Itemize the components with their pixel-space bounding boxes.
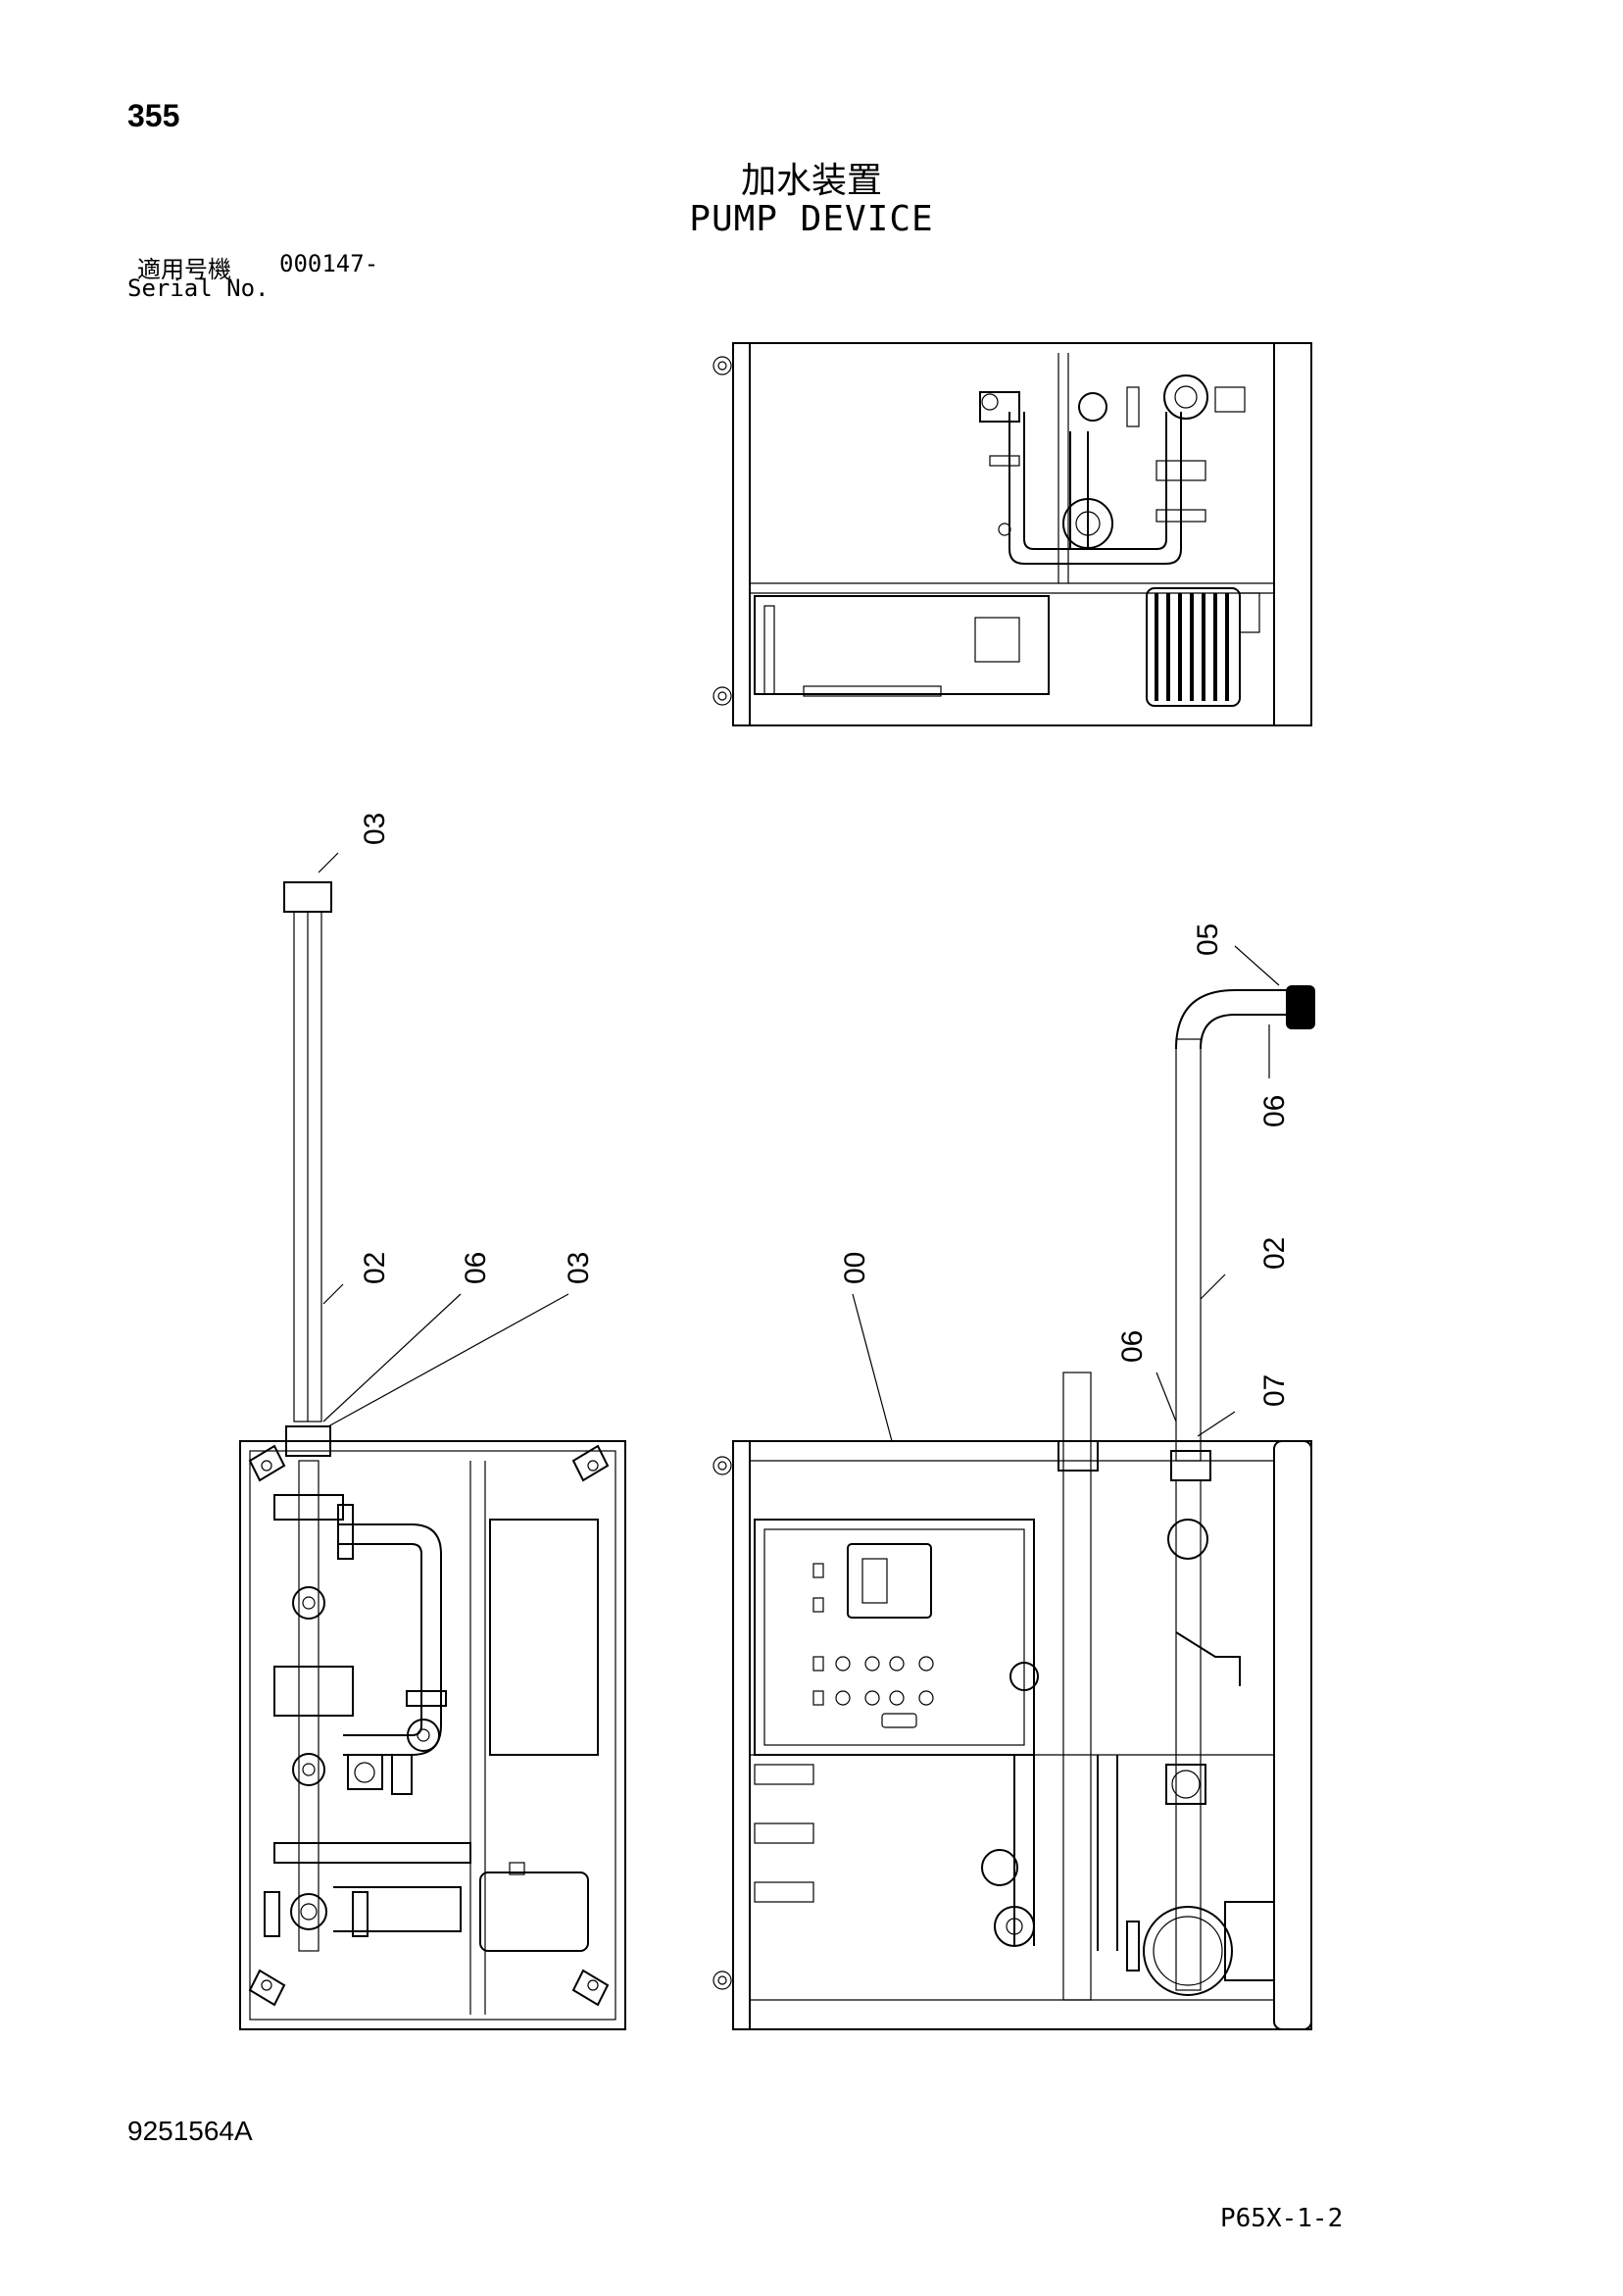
callout-06-upper: 06 — [1258, 1095, 1291, 1127]
control-box-top — [754, 595, 1050, 695]
callout-02-right: 02 — [1258, 1237, 1291, 1270]
document-number: 9251564A — [127, 2116, 253, 2146]
left-side-view — [239, 881, 626, 2030]
callout-05: 05 — [1192, 923, 1224, 956]
sheet-code: P65X-1-2 — [1220, 2204, 1344, 2233]
callout-00: 00 — [839, 1252, 871, 1284]
top-view — [713, 342, 1312, 726]
left-view-frame — [239, 1440, 626, 2030]
title-japanese: 加水装置 — [740, 161, 882, 201]
motor-side — [479, 1872, 589, 1952]
callout-06-lower: 06 — [1116, 1330, 1149, 1363]
callout-07: 07 — [1258, 1374, 1291, 1407]
serial-label-japanese: 適用号機 — [137, 256, 231, 283]
top-view-frame — [732, 342, 1312, 726]
serial-value: 000147- — [279, 250, 379, 277]
callout-03-top: 03 — [359, 813, 391, 845]
end-cap — [1286, 985, 1315, 1029]
serial-label-english: Serial No. — [127, 275, 270, 302]
page-number: 355 — [127, 98, 180, 133]
callout-03-left: 03 — [563, 1252, 595, 1284]
leader-lines — [318, 852, 1280, 1442]
callout-02-left: 02 — [359, 1252, 391, 1284]
motor-top — [1146, 587, 1241, 707]
panel-display — [847, 1543, 932, 1619]
control-box-side — [489, 1519, 599, 1756]
title-english: PUMP DEVICE — [689, 199, 934, 239]
front-view — [713, 985, 1315, 2030]
callout-06-left: 06 — [460, 1252, 492, 1284]
control-panel — [754, 1519, 1035, 1756]
